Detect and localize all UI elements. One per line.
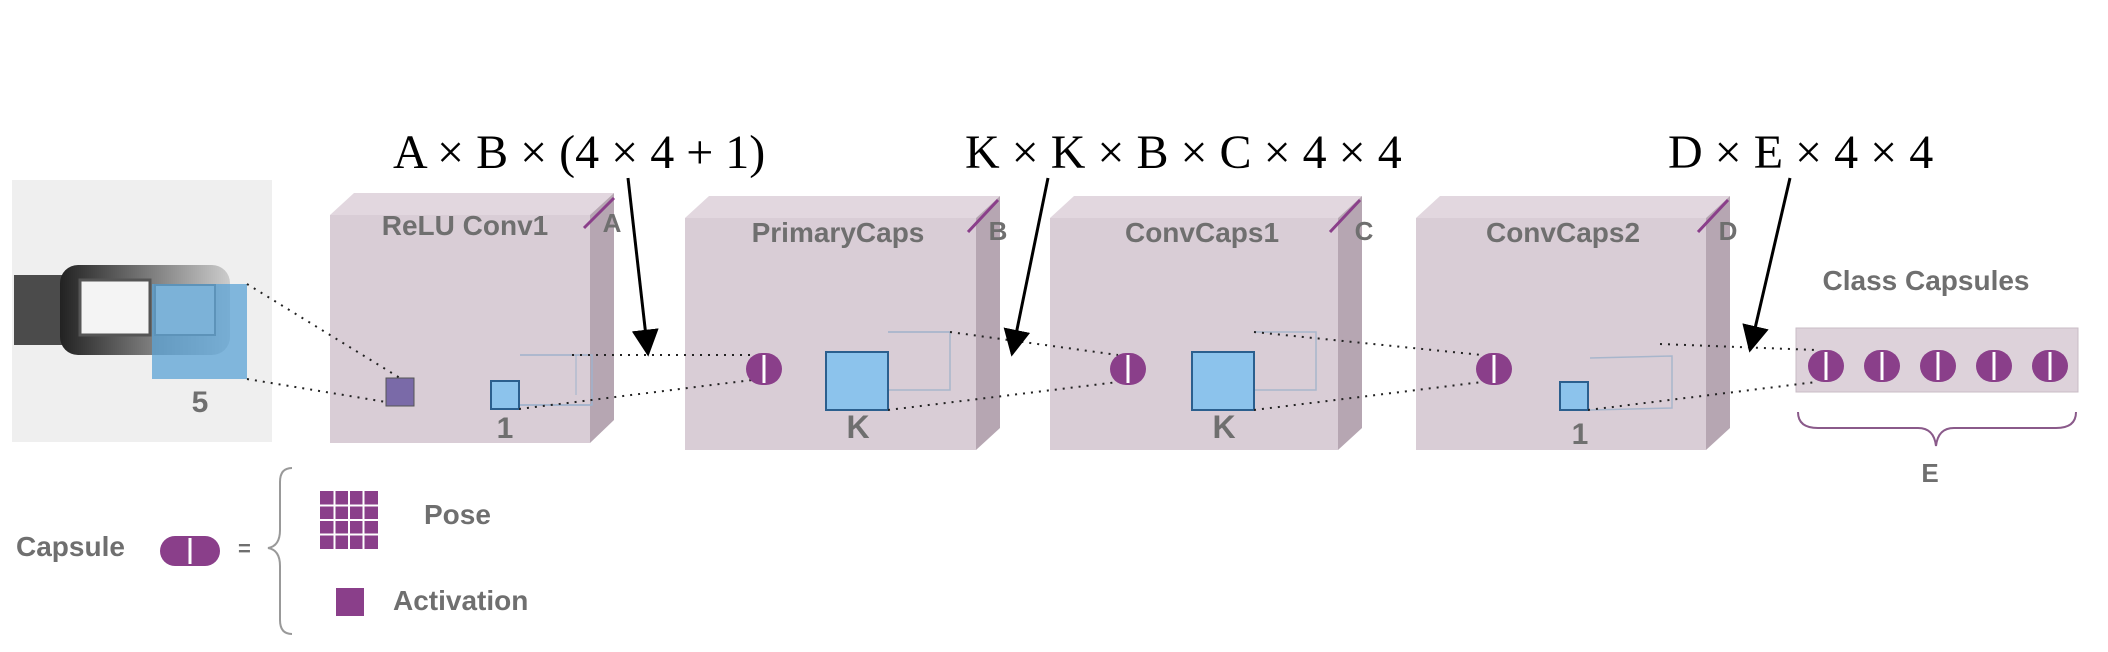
layer-4-title: ConvCaps2 xyxy=(1486,217,1640,248)
layer-3-title: ConvCaps1 xyxy=(1125,217,1279,248)
class-capsules-brace xyxy=(1797,411,2077,447)
legend-pose-label: Pose xyxy=(424,499,491,530)
capsule-convcaps1 xyxy=(1110,353,1146,385)
layer-2-title: PrimaryCaps xyxy=(752,217,925,248)
legend-brace xyxy=(267,467,293,635)
layer-3-kernel-label: K xyxy=(1212,409,1235,445)
formula-1: A × B × (4 × 4 + 1) xyxy=(393,126,765,179)
layer-1-kernel xyxy=(490,354,593,410)
layer-primarycaps xyxy=(685,196,1000,450)
layer-2-kernel xyxy=(825,331,951,411)
class-capsule xyxy=(1976,350,2012,382)
capsule-primarycaps xyxy=(746,353,782,385)
input-receptive-field xyxy=(152,284,247,379)
legend-capsule-icon xyxy=(160,536,220,566)
legend-equals: = xyxy=(238,536,251,561)
pose-matrix-icon xyxy=(320,491,378,549)
class-capsule xyxy=(2032,350,2068,382)
layer-relu-conv1 xyxy=(330,193,616,443)
class-capsule xyxy=(1920,350,1956,382)
layer-1-kernel-label: 1 xyxy=(497,412,514,445)
layer-1-depth-label: A xyxy=(603,208,622,238)
layer-4-kernel xyxy=(1559,355,1673,411)
layer-3-kernel xyxy=(1191,331,1317,411)
formula-2: K × K × B × C × 4 × 4 xyxy=(965,126,1402,179)
layer-convcaps2 xyxy=(1416,196,1730,450)
activation-icon xyxy=(336,588,364,616)
layer-4-kernel-label: 1 xyxy=(1572,418,1589,451)
connection-lines xyxy=(246,283,1817,411)
legend-activation-label: Activation xyxy=(393,585,528,616)
class-capsules-count-label: E xyxy=(1921,458,1938,488)
input-kernel-label: 5 xyxy=(192,386,209,419)
layer-4-depth-label: D xyxy=(1719,216,1738,246)
class-capsules-title: Class Capsules xyxy=(1823,265,2030,296)
capsule-convcaps2 xyxy=(1476,353,1512,385)
layer-2-kernel-label: K xyxy=(846,409,869,445)
formula-3: D × E × 4 × 4 xyxy=(1668,126,1933,179)
class-capsule xyxy=(1864,350,1900,382)
activation-square xyxy=(385,377,415,407)
formula-arrows xyxy=(626,177,1792,357)
layer-1-title: ReLU Conv1 xyxy=(382,210,548,241)
legend-capsule-label: Capsule xyxy=(16,531,125,562)
class-capsule-list xyxy=(1808,350,2068,382)
class-capsule xyxy=(1808,350,1844,382)
layer-2-depth-label: B xyxy=(989,216,1008,246)
layer-convcaps1 xyxy=(1050,196,1362,450)
layer-3-depth-label: C xyxy=(1355,216,1374,246)
